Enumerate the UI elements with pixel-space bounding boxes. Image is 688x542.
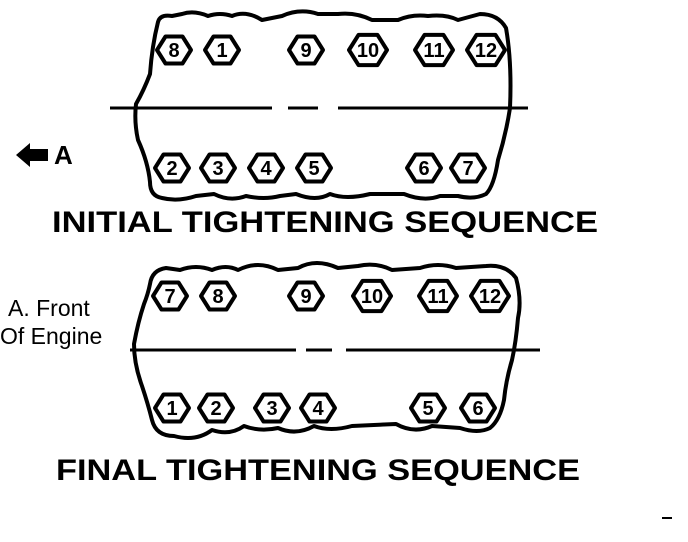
bottom-bolt-row: 2 3 4 5 6 7: [153, 152, 487, 184]
bolt-number: 1: [216, 40, 227, 62]
bolt-12: 12: [465, 32, 507, 68]
bolt-4: 4: [247, 152, 285, 184]
bolt-head-hex-icon: [409, 392, 447, 424]
bolt-number: 12: [475, 40, 497, 62]
bolt-1: 1: [153, 392, 191, 424]
bolt-number: 11: [427, 286, 448, 308]
bolt-10: 10: [347, 32, 389, 68]
bolt-number: 11: [423, 40, 444, 62]
bolt-number: 6: [418, 158, 429, 180]
bolt-number: 3: [212, 158, 223, 180]
bolt-head-hex-icon: [203, 34, 241, 66]
bolt-7: 7: [449, 152, 487, 184]
bolt-head-hex-icon: [287, 34, 325, 66]
bolt-head-hex-icon: [151, 280, 189, 312]
bolt-8: 8: [155, 34, 193, 66]
initial-sequence-diagram: 8 1 9 10 11 12 2 3 4 5 6 7: [110, 9, 528, 202]
bolt-head-hex-icon: [449, 152, 487, 184]
bolt-5: 5: [409, 392, 447, 424]
bolt-number: 7: [164, 286, 175, 308]
bolt-head-hex-icon: [465, 32, 507, 68]
bolt-number: 8: [168, 40, 179, 62]
bolt-number: 7: [462, 158, 473, 180]
bolt-number: 10: [361, 286, 383, 308]
front-indicator: A: [16, 140, 73, 170]
bolt-4: 4: [299, 392, 337, 424]
bolt-number: 1: [166, 398, 177, 420]
bolt-8: 8: [199, 280, 237, 312]
bolt-head-hex-icon: [295, 152, 333, 184]
bolt-number: 10: [357, 40, 379, 62]
bolt-head-hex-icon: [287, 280, 325, 312]
bolt-2: 2: [153, 152, 191, 184]
bolt-number: 5: [422, 398, 433, 420]
top-bolt-row: 8 1 9 10 11 12: [155, 32, 507, 68]
bolt-head-hex-icon: [405, 152, 443, 184]
bolt-10: 10: [351, 278, 393, 314]
bolt-3: 3: [253, 392, 291, 424]
bolt-number: 8: [212, 286, 223, 308]
bolt-5: 5: [295, 152, 333, 184]
final-caption: FINAL TIGHTENING SEQUENCE: [56, 454, 580, 487]
bottom-bolt-row: 1 2 3 4 5 6: [153, 392, 497, 424]
bolt-9: 9: [287, 280, 325, 312]
bolt-head-hex-icon: [253, 392, 291, 424]
legend-line-2: Of Engine: [0, 323, 102, 349]
bolt-12: 12: [469, 278, 511, 314]
bolt-number: 2: [166, 158, 177, 180]
cylinder-head-outline: [132, 261, 522, 440]
bolt-number: 9: [300, 286, 311, 308]
bolt-11: 11: [417, 278, 459, 314]
initial-caption: INITIAL TIGHTENING SEQUENCE: [52, 206, 598, 239]
bolt-number: 3: [266, 398, 277, 420]
left-arrow-icon: [16, 143, 48, 167]
bolt-head-hex-icon: [347, 32, 389, 68]
bolt-number: 4: [260, 158, 272, 180]
bolt-head-hex-icon: [299, 392, 337, 424]
bolt-head-hex-icon: [417, 278, 459, 314]
bolt-head-hex-icon: [197, 392, 235, 424]
bolt-head-hex-icon: [469, 278, 511, 314]
bolt-head-hex-icon: [199, 152, 237, 184]
bolt-number: 2: [210, 398, 221, 420]
bolt-6: 6: [459, 392, 497, 424]
bolt-number: 9: [300, 40, 311, 62]
bolt-11: 11: [413, 32, 455, 68]
top-bolt-row: 7 8 9 10 11 12: [151, 278, 511, 314]
bolt-number: 4: [312, 398, 324, 420]
bolt-head-hex-icon: [155, 34, 193, 66]
bolt-head-hex-icon: [153, 152, 191, 184]
bolt-head-hex-icon: [199, 280, 237, 312]
bolt-head-hex-icon: [153, 392, 191, 424]
bolt-6: 6: [405, 152, 443, 184]
bolt-head-hex-icon: [413, 32, 455, 68]
bolt-9: 9: [287, 34, 325, 66]
cylinder-head-outline: [133, 9, 513, 202]
bolt-head-hex-icon: [247, 152, 285, 184]
bolt-number: 12: [479, 286, 501, 308]
bolt-head-hex-icon: [351, 278, 393, 314]
bolt-1: 1: [203, 34, 241, 66]
bolt-2: 2: [197, 392, 235, 424]
bolt-number: 5: [308, 158, 319, 180]
legend-line-1: A. Front: [8, 295, 90, 321]
bolt-7: 7: [151, 280, 189, 312]
bolt-number: 6: [472, 398, 483, 420]
bolt-head-hex-icon: [459, 392, 497, 424]
bolt-3: 3: [199, 152, 237, 184]
legend: A. Front Of Engine: [0, 295, 102, 349]
front-indicator-label: A: [54, 140, 73, 170]
